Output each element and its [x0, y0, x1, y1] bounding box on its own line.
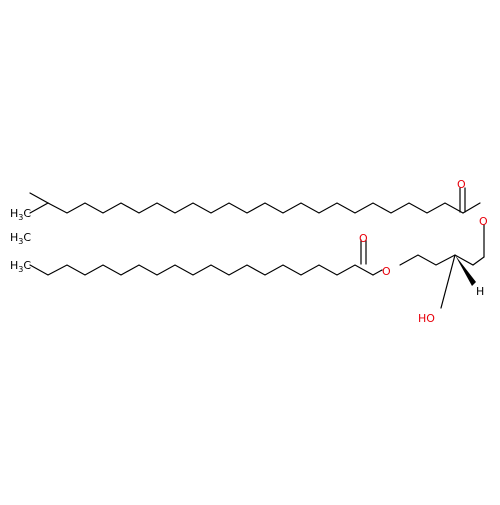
chain-2-bonds [29, 239, 485, 309]
chain-1-bonds [29, 187, 485, 258]
atom-labels: H3C H3C H3C O O O O HO H [10, 178, 488, 325]
hydroxyl-bond [440, 254, 456, 309]
hydroxyl-label: HO [418, 312, 435, 325]
glycerol-backbone [399, 254, 485, 266]
methyl-bottom-label: H3C [10, 231, 31, 246]
stereo-hydrogen-label: H [476, 285, 484, 298]
carbonyl-oxygen-2: O [359, 232, 368, 245]
stereo-wedge [455, 255, 476, 286]
chain-1-backbone [47, 202, 464, 214]
branch-bonds [29, 192, 50, 214]
methyl-top-label: H3C [10, 207, 31, 222]
ester-oxygen-1: O [479, 215, 488, 228]
carbonyl-oxygen-1: O [457, 178, 466, 191]
ester-oxygen-2: O [382, 265, 391, 278]
chain-2-terminal-label: H3C [10, 259, 31, 274]
chain-2-backbone [29, 264, 374, 276]
ester-1-co-bond [462, 202, 481, 214]
ester-2-co-bond [372, 269, 383, 276]
